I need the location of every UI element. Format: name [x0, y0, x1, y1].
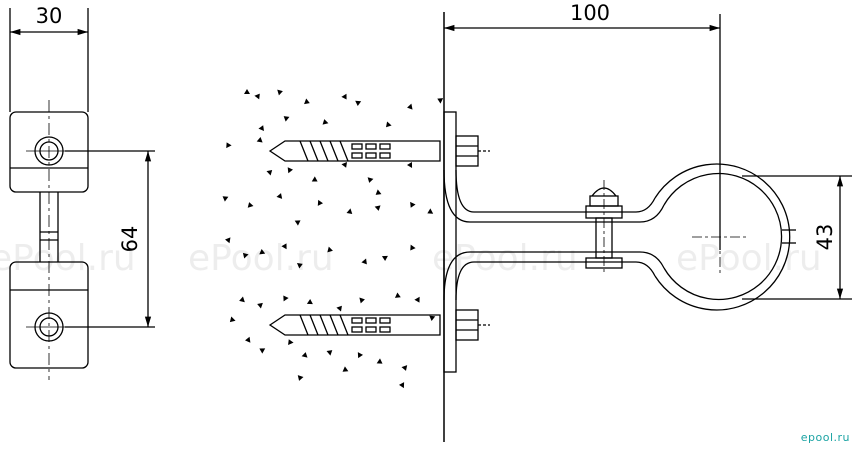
- aggregate-mark: [304, 98, 310, 105]
- aggregate-mark: [281, 243, 287, 250]
- aggregate-mark: [326, 350, 333, 356]
- aggregate-mark: [259, 348, 266, 354]
- aggregate-mark: [410, 201, 416, 208]
- aggregate-mark: [355, 100, 362, 106]
- aggregate-mark: [283, 295, 289, 302]
- aggregate-mark: [301, 352, 308, 358]
- aggregate-mark: [336, 305, 342, 312]
- aggregate-mark: [222, 196, 229, 202]
- aggregate-mark: [239, 296, 245, 303]
- aggregate-mark: [410, 244, 416, 251]
- aggregate-mark: [259, 249, 266, 255]
- aggregate-mark: [247, 202, 254, 208]
- aggregate-mark: [427, 208, 434, 214]
- lower-anchor: [268, 309, 490, 341]
- side-view: [9, 8, 155, 380]
- aggregate-mark: [407, 103, 413, 110]
- aggregate-mark: [437, 98, 444, 104]
- aggregate-mark: [407, 161, 413, 168]
- aggregate-mark: [322, 119, 329, 125]
- watermark-1: ePool.ru: [0, 238, 136, 279]
- aggregate-mark: [257, 302, 263, 309]
- aggregate-mark: [376, 358, 383, 364]
- dimension-diameter-43: 43: [813, 224, 837, 251]
- aggregate-mark: [381, 255, 388, 261]
- aggregate-mark: [414, 296, 420, 303]
- aggregate-mark: [288, 339, 294, 346]
- aggregate-mark: [276, 193, 283, 199]
- aggregate-mark: [359, 297, 365, 304]
- aggregate-mark: [256, 137, 263, 143]
- aggregate-mark: [266, 169, 273, 176]
- epool-logo: epool.ru: [800, 431, 850, 444]
- aggregate-mark: [341, 162, 348, 168]
- aggregate-mark: [258, 125, 264, 132]
- aggregate-mark: [401, 365, 408, 371]
- aggregate-mark: [385, 121, 392, 128]
- aggregate-mark: [297, 375, 304, 381]
- aggregate-mark: [361, 258, 367, 265]
- aggregate-mark: [357, 352, 363, 359]
- aggregate-mark: [226, 142, 232, 149]
- dimension-width-30: 30: [36, 4, 63, 28]
- aggregate-mark: [229, 316, 236, 323]
- aggregate-mark: [311, 176, 318, 182]
- aggregate-mark: [429, 315, 436, 321]
- aggregate-mark: [277, 89, 283, 96]
- dimension-height-64: 64: [118, 226, 142, 253]
- watermark-4: ePool.ru: [676, 238, 822, 279]
- aggregate-mark: [287, 167, 293, 174]
- aggregate-mark: [283, 116, 290, 122]
- aggregate-mark: [317, 199, 323, 206]
- upper-anchor: [268, 135, 490, 167]
- aggregate-mark: [296, 263, 303, 269]
- aggregate-mark: [341, 93, 347, 100]
- aggregate-mark: [225, 237, 231, 244]
- aggregate-mark: [367, 177, 374, 183]
- aggregate-mark: [394, 292, 401, 298]
- dimension-length-100: 100: [570, 1, 610, 25]
- aggregate-mark: [327, 246, 333, 253]
- aggregate-mark: [399, 382, 405, 389]
- aggregate-mark: [374, 205, 381, 211]
- concrete-hatching: [222, 89, 444, 389]
- watermarks: ePool.ru ePool.ru ePool.ru ePool.ru: [0, 238, 822, 279]
- aggregate-mark: [254, 93, 260, 100]
- aggregate-mark: [244, 89, 250, 94]
- aggregate-mark: [294, 220, 301, 226]
- aggregate-mark: [306, 299, 313, 305]
- aggregate-mark: [375, 189, 382, 195]
- aggregate-mark: [342, 366, 349, 372]
- clamp-bolt: [585, 180, 623, 272]
- aggregate-mark: [245, 336, 251, 343]
- watermark-2: ePool.ru: [188, 238, 334, 279]
- aggregate-mark: [346, 208, 353, 214]
- main-view: [268, 12, 852, 442]
- aggregate-mark: [242, 252, 249, 259]
